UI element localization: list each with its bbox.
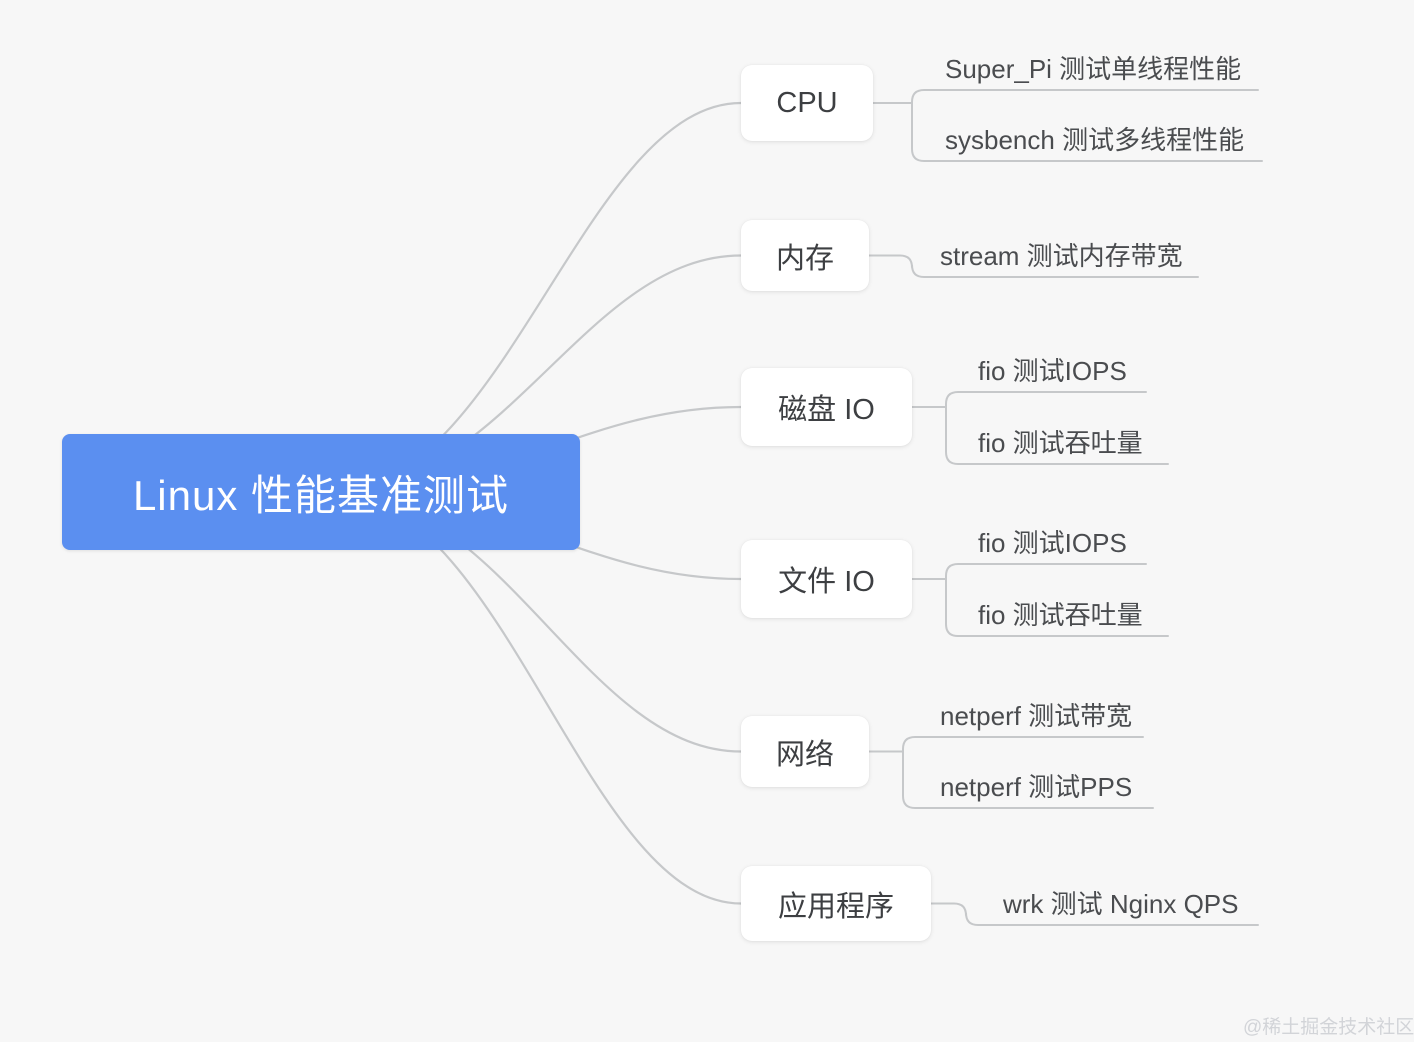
- leaf-node[interactable]: Super_Pi 测试单线程性能: [945, 44, 1241, 90]
- leaf-node-label: Super_Pi 测试单线程性能: [945, 54, 1242, 84]
- branch-node-3[interactable]: 磁盘 IO: [741, 368, 912, 446]
- branch-node-label: 文件 IO: [778, 566, 875, 598]
- root-node[interactable]: Linux 性能基准测试: [62, 434, 580, 550]
- branch-node-6[interactable]: 应用程序: [741, 866, 931, 941]
- branch-node-2[interactable]: 内存: [741, 220, 869, 291]
- leaf-node-label: wrk 测试 Nginx QPS: [1003, 889, 1239, 919]
- branch-node-label: 磁盘 IO: [778, 394, 875, 426]
- watermark: @稀土掘金技术社区: [1243, 1017, 1414, 1038]
- leaf-node[interactable]: fio 测试吞吐量: [978, 590, 1143, 636]
- leaf-node[interactable]: stream 测试内存带宽: [940, 231, 1183, 277]
- leaf-node-label: fio 测试吞吐量: [978, 428, 1143, 458]
- leaf-node[interactable]: netperf 测试PPS: [940, 762, 1132, 808]
- branch-node-1[interactable]: CPU: [741, 65, 873, 141]
- leaf-node-label: fio 测试吞吐量: [978, 600, 1143, 630]
- leaf-node[interactable]: netperf 测试带宽: [940, 691, 1132, 737]
- leaf-node-label: fio 测试IOPS: [978, 528, 1127, 558]
- leaf-node-label: stream 测试内存带宽: [940, 241, 1183, 271]
- leaf-node[interactable]: fio 测试吞吐量: [978, 418, 1143, 464]
- leaf-node[interactable]: fio 测试IOPS: [978, 518, 1127, 564]
- leaf-node-label: fio 测试IOPS: [978, 356, 1127, 386]
- branch-node-label: 应用程序: [777, 890, 894, 923]
- leaf-node[interactable]: wrk 测试 Nginx QPS: [1003, 879, 1239, 925]
- branch-node-label: 内存: [775, 242, 834, 275]
- leaf-node-label: netperf 测试带宽: [940, 701, 1133, 731]
- leaf-node-label: netperf 测试PPS: [940, 772, 1133, 802]
- leaf-node[interactable]: fio 测试IOPS: [978, 346, 1127, 392]
- branch-node-4[interactable]: 文件 IO: [741, 540, 912, 618]
- leaf-node[interactable]: sysbench 测试多线程性能: [945, 115, 1244, 161]
- branch-node-label: 网络: [775, 738, 834, 771]
- branch-node-5[interactable]: 网络: [741, 716, 869, 787]
- branch-node-label: CPU: [776, 86, 838, 119]
- leaf-node-label: sysbench 测试多线程性能: [945, 125, 1245, 155]
